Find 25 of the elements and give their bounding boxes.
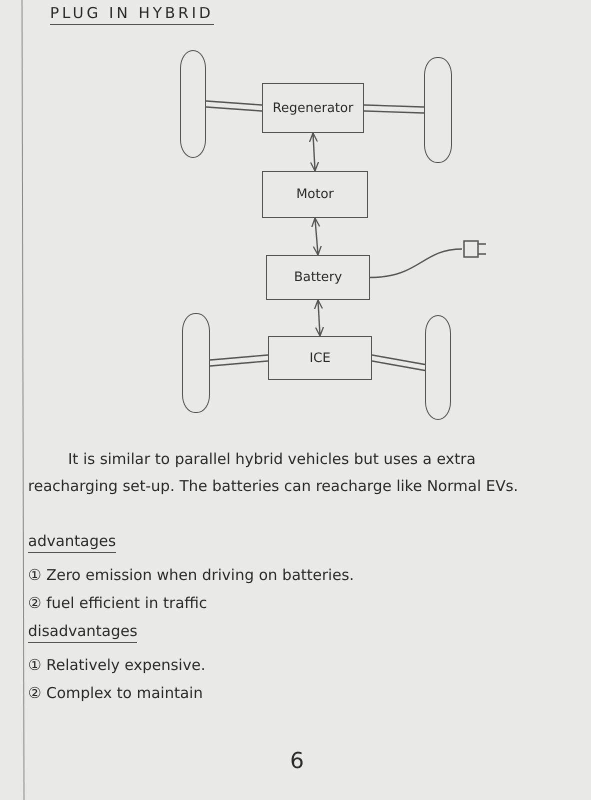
paragraph: It is similar to parallel hybrid vehicles but uses a extra reacharging set-up. The batteries can reacharge like Normal EVs. bbox=[28, 449, 520, 497]
arrow bbox=[314, 299, 324, 337]
wheel-icon bbox=[182, 313, 210, 413]
axle bbox=[363, 104, 425, 114]
list-item: ② Complex to maintain bbox=[28, 683, 203, 704]
page-number: 6 bbox=[290, 748, 304, 775]
list-item: ① Zero emission when driving on batteries. bbox=[28, 565, 354, 586]
component-box: Battery bbox=[266, 255, 370, 300]
title: PLUG IN HYBRID bbox=[50, 2, 214, 25]
wheel-icon bbox=[180, 50, 206, 158]
wheel-icon bbox=[424, 57, 452, 163]
cable bbox=[370, 248, 462, 278]
list-item: ② fuel efficient in traffic bbox=[28, 593, 208, 614]
arrow bbox=[308, 132, 320, 172]
axle bbox=[371, 354, 426, 372]
arrow bbox=[311, 217, 322, 256]
heading: disadvantages bbox=[28, 620, 138, 643]
component-box: ICE bbox=[268, 336, 372, 380]
axle bbox=[205, 100, 263, 112]
component-box: Motor bbox=[262, 171, 368, 218]
component-box: Regenerator bbox=[262, 83, 364, 133]
list-item: ① Relatively expensive. bbox=[28, 655, 206, 676]
axle bbox=[209, 354, 269, 367]
wheel-icon bbox=[425, 315, 451, 420]
heading: advantages bbox=[28, 530, 116, 553]
